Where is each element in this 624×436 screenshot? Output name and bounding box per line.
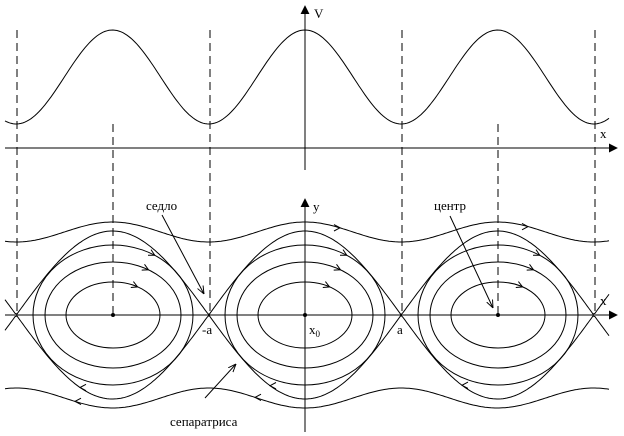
upper-flow-arrow-2 bbox=[521, 222, 530, 231]
x-axis-bottom-label: x bbox=[600, 293, 607, 308]
running-trajectory-upper bbox=[4, 221, 610, 243]
closed-orbit-1-3 bbox=[32, 244, 194, 386]
center-point-2 bbox=[303, 313, 307, 317]
center-pointer bbox=[449, 215, 493, 308]
lower-flow-arrow-2 bbox=[73, 397, 82, 406]
x-axis-top-label: x bbox=[600, 126, 607, 141]
orbit-arrow-2-2 bbox=[333, 264, 342, 271]
closed-orbit-2-3 bbox=[224, 244, 386, 386]
orbit-arrow-2-3 bbox=[340, 249, 348, 256]
closed-orbit-3-2 bbox=[429, 261, 567, 369]
separatrix-pointer bbox=[204, 364, 236, 399]
a-label: a bbox=[397, 322, 403, 337]
upper-flow-arrow-1 bbox=[333, 224, 342, 232]
closed-orbit-2-2 bbox=[236, 261, 374, 369]
x0-label-subscript: 0 bbox=[316, 329, 321, 339]
closed-orbit-3-3 bbox=[417, 244, 579, 386]
potential-curve bbox=[4, 29, 610, 125]
running-trajectory-lower bbox=[4, 387, 610, 409]
closed-orbit-3-1 bbox=[450, 281, 546, 349]
v-axis-label: V bbox=[314, 6, 324, 21]
minus-a-label: -a bbox=[202, 322, 212, 337]
orbit-arrow-1-1 bbox=[130, 281, 139, 288]
orbit-arrow-3-2 bbox=[526, 264, 535, 271]
y-axis-label: y bbox=[313, 199, 320, 214]
phase-trajectories bbox=[4, 221, 610, 409]
center-point-1 bbox=[111, 313, 115, 317]
orbit-arrow-2-1 bbox=[322, 281, 331, 288]
center-point-3 bbox=[496, 313, 500, 317]
closed-orbit-1-2 bbox=[44, 261, 182, 369]
separatrix-label: сепаратриса bbox=[170, 414, 238, 429]
lower-flow-arrow-1 bbox=[253, 393, 262, 402]
saddle-pointer bbox=[161, 214, 204, 294]
separatrix-upper bbox=[4, 230, 610, 316]
separatrix-lower bbox=[4, 314, 610, 400]
closed-orbit-1-1 bbox=[65, 281, 161, 349]
orbit-arrow-1-3 bbox=[148, 249, 156, 256]
lower-sep-arrow-1 bbox=[268, 382, 277, 390]
saddle-label: седло bbox=[146, 198, 177, 213]
orbit-arrow-1-2 bbox=[141, 264, 150, 271]
orbit-arrow-3-1 bbox=[515, 281, 524, 288]
orbit-arrow-3-3 bbox=[533, 249, 541, 256]
x0-label-main: x bbox=[309, 322, 316, 337]
center-label: центр bbox=[434, 198, 466, 213]
dashed-guide-lines bbox=[16, 30, 596, 315]
x0-label: x0 bbox=[309, 322, 321, 339]
lower-sep-arrow-3 bbox=[78, 383, 87, 392]
closed-orbit-2-1 bbox=[257, 281, 353, 349]
lower-sep-arrow-2 bbox=[460, 381, 469, 389]
